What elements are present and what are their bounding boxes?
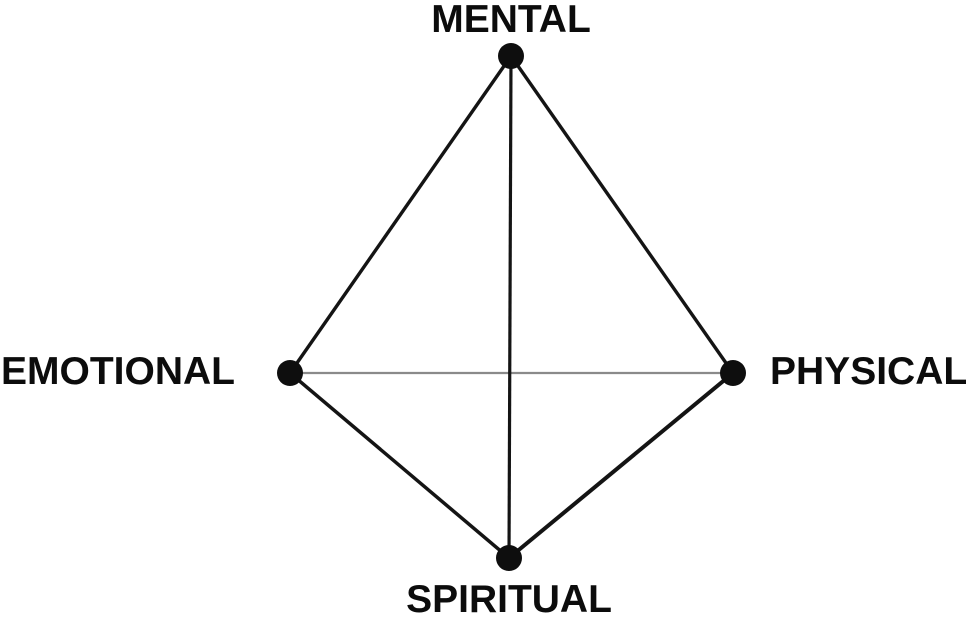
node-label-physical: PHYSICAL bbox=[770, 350, 968, 393]
edge-physical-spiritual bbox=[507, 371, 735, 560]
edge-mental-spiritual bbox=[507, 55, 513, 559]
node-dot-physical bbox=[720, 360, 746, 386]
node-label-spiritual: SPIRITUAL bbox=[406, 578, 612, 621]
node-dot-mental bbox=[498, 43, 524, 69]
node-label-emotional: EMOTIONAL bbox=[1, 350, 235, 393]
node-dot-emotional bbox=[277, 360, 303, 386]
edge-mental-physical bbox=[509, 55, 735, 374]
edge-emotional-spiritual bbox=[288, 371, 511, 560]
node-dot-spiritual bbox=[496, 545, 522, 571]
node-label-mental: MENTAL bbox=[431, 0, 591, 41]
edge-mental-emotional bbox=[288, 55, 513, 374]
